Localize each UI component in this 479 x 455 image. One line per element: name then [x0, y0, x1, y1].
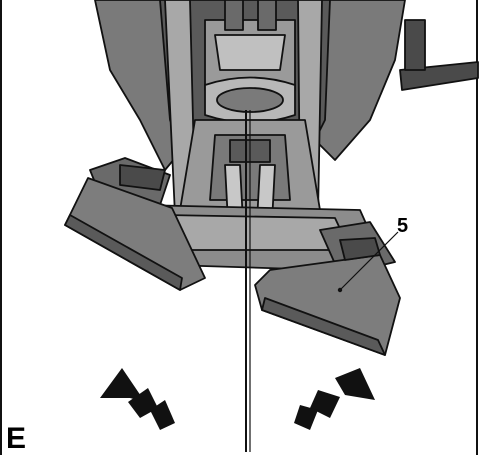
left-dust-flap: [64, 157, 206, 291]
curved-arrow-left-icon: [100, 368, 175, 430]
right-dust-flap: [254, 221, 401, 356]
callout-dot: [337, 287, 343, 293]
callout-leader: [339, 231, 399, 291]
callout-number: 5: [397, 215, 408, 237]
figure-letter: E: [6, 422, 26, 455]
curved-arrow-right-icon: [294, 368, 375, 430]
saw-blade: [245, 110, 251, 452]
